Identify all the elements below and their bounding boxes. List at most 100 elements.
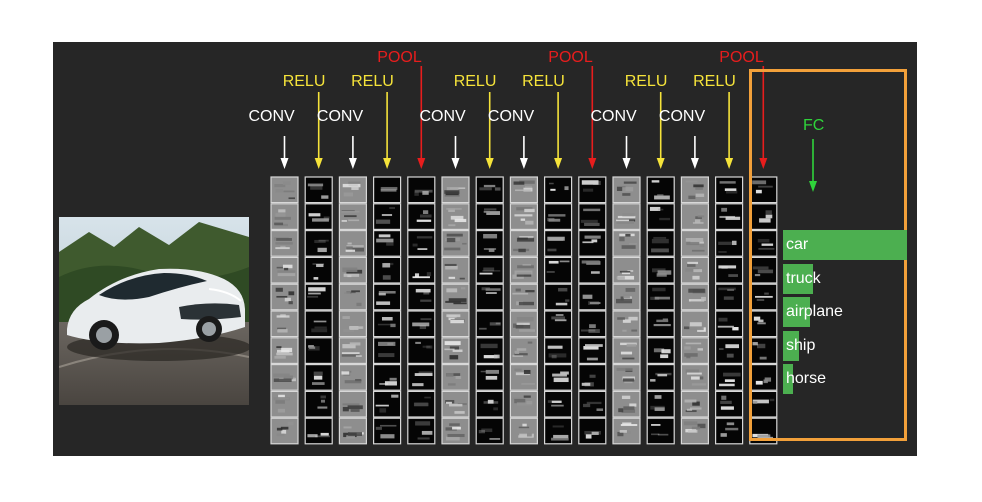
- activation-feature: [697, 215, 705, 218]
- activation-feature: [687, 261, 699, 265]
- activation-feature: [658, 208, 664, 211]
- activation-feature: [445, 436, 460, 441]
- activation-feature: [593, 180, 601, 186]
- activation-feature: [755, 380, 763, 385]
- layer-label-relu: RELU: [522, 73, 565, 90]
- activation-feature: [420, 299, 432, 302]
- activation-feature: [757, 238, 770, 243]
- activation-feature: [415, 341, 421, 344]
- activation-feature: [513, 181, 525, 185]
- activation-feature: [351, 293, 358, 295]
- activation-feature: [278, 394, 285, 398]
- activation-feature: [384, 381, 397, 386]
- activation-feature: [320, 395, 326, 399]
- activation-feature: [660, 354, 669, 359]
- activation-feature: [752, 399, 769, 404]
- activation-feature: [725, 427, 739, 431]
- activation-feature: [512, 292, 529, 295]
- activation-feature: [515, 372, 530, 376]
- arrow-head: [725, 158, 734, 169]
- activation-feature: [616, 219, 630, 222]
- layer-label-conv: CONV: [487, 108, 535, 125]
- activation-feature: [346, 435, 356, 439]
- activation-feature: [683, 421, 698, 426]
- activation-feature: [275, 247, 290, 250]
- activation-feature: [386, 242, 394, 246]
- score-bar: [783, 263, 813, 294]
- activation-feature: [555, 302, 568, 306]
- activation-feature: [721, 395, 727, 400]
- activation-feature: [523, 395, 531, 398]
- activation-feature: [552, 373, 567, 377]
- activation-feature: [523, 369, 531, 375]
- activation-stack-pool: [749, 176, 778, 445]
- activation-feature: [591, 431, 599, 435]
- activation-feature: [446, 207, 462, 210]
- activation-map: [509, 364, 538, 391]
- activation-feature: [688, 299, 705, 302]
- activation-feature: [718, 287, 736, 291]
- activation-feature: [752, 401, 758, 404]
- activation-map: [578, 364, 607, 391]
- activation-feature: [580, 329, 596, 332]
- activation-feature: [342, 403, 360, 406]
- activation-feature: [623, 406, 635, 410]
- activation-feature: [697, 348, 703, 351]
- activation-feature: [414, 191, 419, 196]
- activation-feature: [382, 275, 391, 280]
- activation-feature: [489, 322, 501, 326]
- activation-feature: [493, 407, 498, 411]
- activation-feature: [684, 399, 697, 403]
- activation-feature: [313, 277, 319, 280]
- layer-label-conv: CONV: [248, 108, 295, 125]
- activation-feature: [280, 245, 286, 248]
- activation-stack-relu: [304, 176, 333, 445]
- activation-feature: [621, 245, 636, 249]
- activation-feature: [622, 213, 635, 217]
- activation-feature: [662, 318, 669, 321]
- activation-feature: [343, 273, 360, 277]
- activation-feature: [284, 297, 291, 302]
- activation-feature: [494, 187, 501, 191]
- activation-feature: [349, 326, 364, 329]
- activation-map: [373, 337, 402, 364]
- activation-feature: [622, 378, 635, 382]
- activation-feature: [480, 370, 489, 373]
- activation-feature: [616, 367, 633, 371]
- class-label: airplane: [786, 303, 843, 320]
- activation-feature: [565, 299, 570, 302]
- arrow-head: [622, 158, 631, 169]
- activation-map: [270, 230, 299, 257]
- activation-feature: [482, 270, 501, 272]
- activation-feature: [650, 379, 656, 382]
- activation-feature: [351, 290, 360, 293]
- activation-map: [578, 310, 607, 338]
- fc-label: FC: [803, 117, 825, 134]
- activation-feature: [344, 380, 362, 384]
- activation-feature: [522, 263, 531, 266]
- activation-feature: [617, 317, 625, 320]
- activation-feature: [551, 354, 557, 359]
- activation-feature: [342, 406, 349, 412]
- activation-feature: [725, 216, 741, 220]
- activation-feature: [519, 180, 535, 184]
- activation-feature: [651, 248, 669, 253]
- activation-stack-conv: [680, 176, 710, 445]
- arrow-head: [588, 158, 597, 169]
- activation-feature: [426, 345, 433, 349]
- activation-feature: [346, 246, 353, 250]
- layer-label-relu: RELU: [693, 73, 736, 90]
- activation-feature: [621, 409, 636, 413]
- activation-feature: [651, 180, 660, 183]
- activation-feature: [516, 348, 527, 351]
- activation-feature: [555, 314, 564, 317]
- activation-map: [680, 203, 710, 231]
- activation-feature: [584, 222, 600, 227]
- activation-feature: [582, 294, 593, 299]
- activation-feature: [447, 383, 456, 386]
- activation-feature: [275, 213, 286, 218]
- activation-feature: [342, 183, 361, 188]
- activation-feature: [752, 180, 767, 185]
- activation-feature: [495, 322, 501, 325]
- arrow-head: [519, 158, 528, 169]
